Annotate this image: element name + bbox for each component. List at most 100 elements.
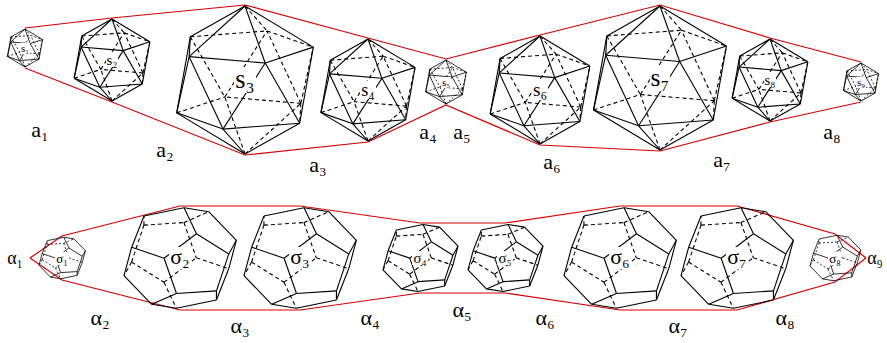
front-edge (304, 208, 329, 212)
node-label: σ₈ (828, 252, 842, 265)
gap-label: α₄ (360, 307, 379, 329)
gap-label: α₉ (867, 249, 883, 267)
hidden-edge (525, 102, 580, 107)
hidden-edge (426, 87, 440, 92)
hidden-edge (640, 30, 681, 94)
front-edge (439, 227, 457, 246)
front-edge (766, 212, 794, 241)
gap-label: α₆ (535, 307, 554, 329)
front-edge (524, 122, 580, 126)
front-edge (64, 237, 69, 248)
front-edge (330, 74, 382, 78)
front-edge (649, 212, 677, 241)
front-edge (444, 255, 452, 280)
front-edge (516, 242, 538, 255)
front-edge (606, 55, 639, 125)
front-edge (660, 6, 726, 46)
front-edge (30, 40, 42, 44)
front-edge (304, 208, 316, 234)
front-edge (336, 254, 348, 291)
gap-label: α₇ (668, 315, 687, 337)
front-edge (843, 76, 846, 90)
hidden-edge (330, 60, 354, 101)
front-edge (353, 78, 382, 124)
front-edge (264, 208, 304, 216)
front-edge (60, 272, 77, 273)
front-edge (431, 242, 453, 255)
front-edge (739, 67, 758, 107)
front-edge (177, 57, 189, 113)
front-edge (594, 110, 660, 150)
front-edge (316, 234, 348, 254)
front-edge (701, 208, 741, 216)
front-edge (124, 276, 152, 305)
node-label: σ₇ (726, 247, 747, 269)
front-edge (486, 282, 503, 289)
front-edge (245, 123, 300, 154)
front-edge (151, 293, 176, 304)
hidden-edge (481, 234, 508, 236)
front-edge (11, 29, 25, 42)
front-edge (537, 246, 542, 265)
hidden-edge (473, 261, 495, 274)
node-label: s₆ (532, 80, 548, 99)
front-edge (770, 104, 800, 121)
front-edge (329, 212, 357, 241)
front-edge (144, 208, 184, 216)
front-edge (758, 71, 781, 108)
front-edge (688, 247, 720, 258)
hidden-edge (244, 262, 252, 276)
front-edge (499, 58, 501, 72)
front-edge (524, 227, 542, 246)
hidden-edge (251, 262, 283, 282)
front-edge (74, 78, 112, 101)
front-edge (368, 39, 382, 78)
front-edge (753, 234, 785, 254)
hidden-edge (759, 53, 782, 90)
front-edge (857, 250, 860, 263)
hidden-edge (740, 56, 759, 89)
front-edge (100, 51, 123, 88)
front-edge (82, 251, 85, 263)
icosahedron-node: s₅ (423, 59, 469, 105)
front-edge (383, 251, 388, 270)
front-edge (741, 208, 753, 234)
front-edge (123, 51, 142, 84)
front-edge (349, 240, 357, 268)
front-edge (810, 253, 813, 266)
hidden-edge (82, 36, 101, 69)
front-edge (639, 126, 660, 150)
front-edge (468, 270, 486, 289)
dodecahedron-node: σ₂ (123, 206, 237, 310)
front-edge (741, 208, 766, 212)
front-edge (502, 286, 529, 292)
hidden-edge (640, 94, 660, 150)
dodecahedron-node: σ₃ (243, 206, 357, 310)
hidden-edge (721, 282, 733, 308)
front-edge (131, 247, 163, 258)
front-edge (100, 87, 112, 101)
front-edge (177, 37, 191, 113)
front-edge (329, 60, 331, 74)
node-label: s₄ (360, 81, 375, 99)
gap-label: a₇ (713, 149, 730, 171)
hidden-edge (500, 58, 525, 102)
front-edge (406, 67, 415, 119)
front-edge (271, 293, 296, 304)
hidden-edge (430, 69, 440, 87)
front-edge (624, 208, 636, 234)
front-edge (732, 98, 770, 121)
front-edge (781, 71, 800, 104)
icosahedron-node: s₇ (587, 5, 733, 151)
front-edge (245, 6, 265, 63)
hidden-edge (604, 282, 616, 308)
front-edge (571, 247, 603, 258)
front-edge (875, 74, 878, 94)
hidden-edge (7, 52, 19, 56)
front-edge (770, 39, 808, 62)
hidden-edge (594, 94, 641, 109)
front-edge (439, 95, 462, 97)
hidden-edge (321, 102, 354, 113)
front-edge (452, 72, 466, 77)
